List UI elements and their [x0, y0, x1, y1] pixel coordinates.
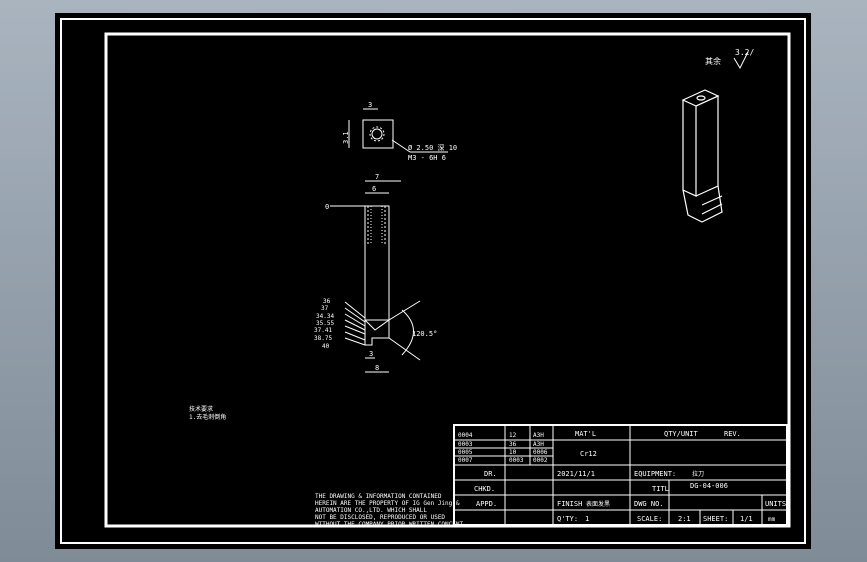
disclaimer: THE DRAWING & INFORMATION CONTAINED HERE…	[315, 493, 467, 528]
rev-cell: 0002	[533, 457, 548, 464]
surface-finish-symbol: 其余 3.2/	[705, 48, 754, 70]
disclaimer-line: THE DRAWING & INFORMATION CONTAINED	[315, 493, 442, 500]
disclaimer-line: NOT BE DISCLOSED, REPRODUCED OR USED	[315, 514, 445, 521]
title-label: TITL	[652, 485, 669, 493]
dwg-label: DWG NO.	[634, 500, 664, 508]
body-width-dim: 6	[372, 185, 376, 193]
title-value: DG-04-006	[690, 482, 728, 490]
units-label: UNITS	[765, 500, 786, 508]
tech-note: 技术要求 1.去毛刺倒角	[189, 405, 226, 421]
chkd-label: CHKD.	[474, 485, 495, 493]
top-view: 3 3.1 Ø 2.50 深 10 M3 - 6H 6	[342, 101, 457, 162]
left-dim-5: 38.75	[314, 335, 332, 342]
rev-cell: 36	[509, 441, 517, 448]
outer-border	[60, 18, 806, 544]
title-block-text: 0004 12 A3H 0003 36 A3H 0005 10 0006 000…	[458, 430, 786, 523]
left-dim-1: 37	[321, 305, 329, 312]
title-block	[453, 424, 788, 526]
drawing-sheet	[55, 13, 811, 549]
top-width-dim: 3	[368, 101, 372, 109]
left-dim-0: 36	[323, 298, 331, 305]
rev-header: REV.	[724, 430, 741, 438]
surface-finish-label: 其余	[705, 56, 721, 66]
equipment-value: 拉刀	[692, 470, 704, 478]
units-value: mm	[768, 516, 776, 523]
rev-cell: 0003	[458, 441, 473, 448]
scale-label: SCALE:	[637, 515, 662, 523]
finish-value: 表面发黑	[586, 500, 610, 508]
isometric-view	[681, 89, 723, 223]
rev-cell: A3H	[533, 432, 544, 439]
top-height-dim: 3.1	[342, 131, 350, 144]
hole-note-2: M3 - 6H 6	[408, 154, 446, 162]
rev-cell: 0006	[533, 449, 548, 456]
hole-note-1: Ø 2.50 深 10	[408, 143, 457, 152]
qty-value: 1	[585, 515, 589, 523]
rev-cell: 12	[509, 432, 517, 439]
overall-width-dim: 7	[375, 173, 379, 181]
rev-cell: 0007	[458, 457, 473, 464]
left-dim-3: 35.55	[316, 320, 334, 327]
left-dim-4: 37.41	[314, 327, 332, 334]
inner-border	[104, 32, 791, 528]
sheet-value: 1/1	[740, 515, 753, 523]
scale-value: 2:1	[678, 515, 691, 523]
tech-note-title: 技术要求	[189, 405, 213, 413]
bottom-dim-1: 3	[369, 350, 373, 358]
disclaimer-line: WITHOUT THE COMPANY PRIOR WRITTEN CONCEN…	[315, 521, 467, 528]
bottom-dim-2: 8	[375, 364, 379, 372]
sheet-label: SHEET:	[703, 515, 728, 523]
disclaimer-line: AUTOMATION CO.,LTD. WHICH SHALL	[315, 507, 427, 514]
rev-cell: 10	[509, 449, 517, 456]
appd-label: APPD.	[476, 500, 497, 508]
mat-label: MAT'L	[575, 430, 596, 438]
qty-header: QTY/UNIT	[664, 430, 699, 438]
surface-finish-value: 3.2/	[735, 48, 754, 57]
left-dim-2: 34.34	[316, 313, 334, 320]
equipment-label: EQUIPMENT:	[634, 470, 676, 478]
datum-label: 0	[325, 203, 329, 211]
rev-cell: 0003	[509, 457, 524, 464]
dr-label: DR.	[484, 470, 497, 478]
front-view: 7 6 0 36 37 34.34 35.55 37.41 38.75 40 3…	[314, 173, 437, 373]
date-value: 2021/11/1	[557, 470, 595, 478]
tech-note-item: 1.去毛刺倒角	[189, 413, 226, 421]
mat-value: Cr12	[580, 450, 597, 458]
rev-cell: 0005	[458, 449, 473, 456]
rev-cell: A3H	[533, 441, 544, 448]
rev-cell: 0004	[458, 432, 473, 439]
angle-dim: 120.5°	[412, 330, 437, 338]
finish-label: FINISH	[557, 500, 582, 508]
disclaimer-line: HEREIN ARE THE PROPERTY OF IG Gen Jing &	[315, 500, 460, 507]
left-dim-6: 40	[322, 343, 330, 350]
qty-label: Q'TY:	[557, 515, 578, 523]
